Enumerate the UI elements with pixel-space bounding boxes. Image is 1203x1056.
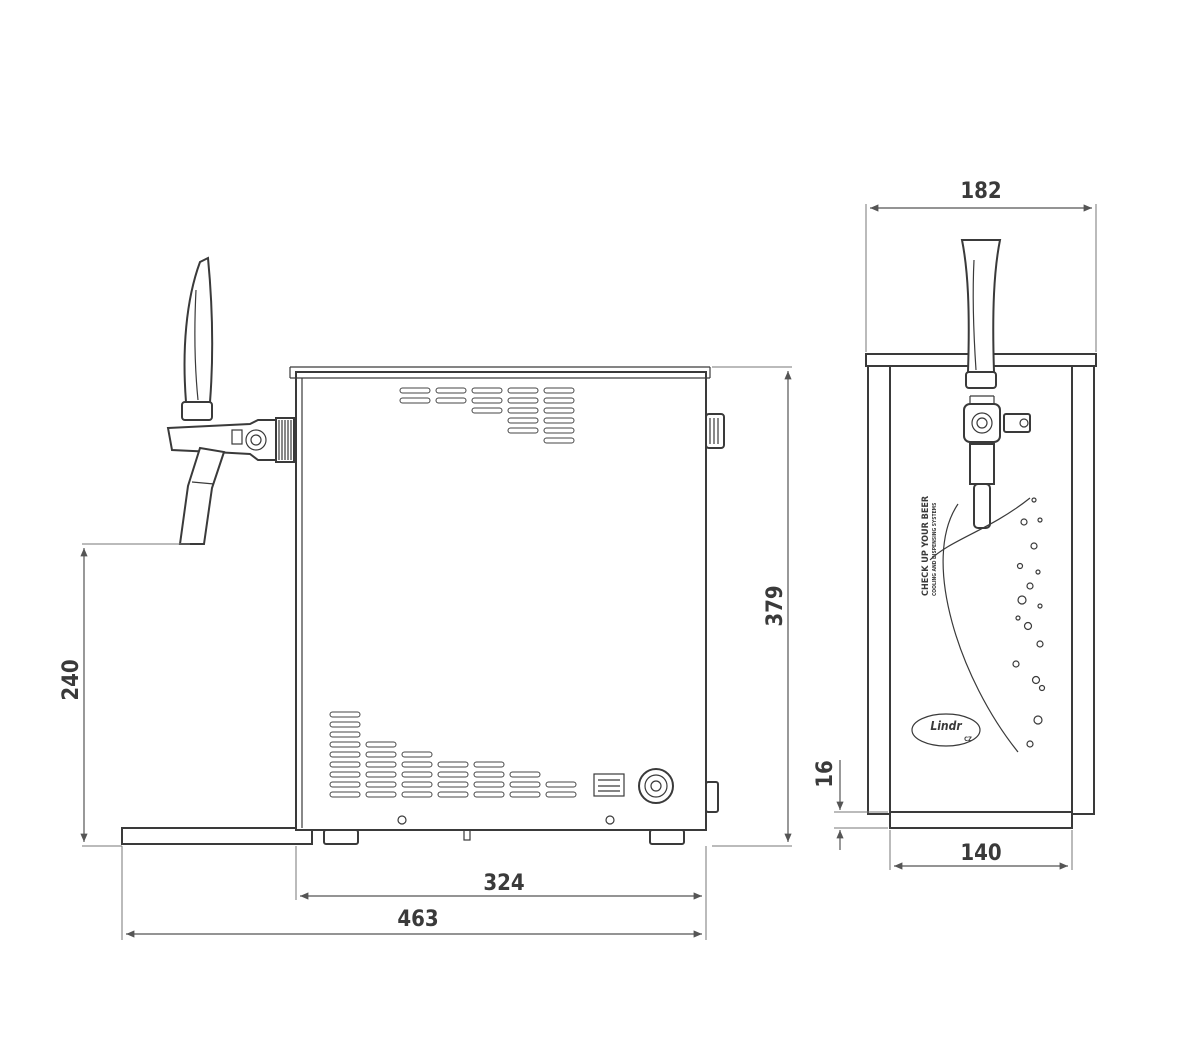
side-view [121, 256, 725, 845]
dim-label-379: 379 [763, 585, 788, 626]
side-bottom-vents [329, 711, 577, 798]
front-slogan-line1: CHECK UP YOUR BEER [921, 495, 931, 596]
side-tap-spout [178, 446, 226, 545]
side-power-connector [638, 768, 674, 804]
side-tap-collar [181, 401, 213, 421]
front-bubbles [1012, 497, 1046, 748]
side-label-plate [593, 773, 625, 797]
dim-label-182: 182 [960, 179, 1001, 204]
dim-label-324: 324 [483, 871, 524, 896]
front-base [889, 811, 1073, 829]
dim-label-140: 140 [960, 841, 1001, 866]
front-swoosh-curve [942, 503, 1019, 753]
side-bottom-connector [705, 781, 719, 813]
front-tap-valve [963, 403, 1001, 443]
front-slogan-line2: COOLING AND DISPENSING SYSTEMS [932, 503, 938, 596]
front-tap-collar [965, 371, 997, 389]
side-top-vents [399, 387, 575, 444]
front-tap-handle [960, 239, 1002, 373]
front-logo-sub: CZ [964, 736, 972, 743]
dim-label-16: 16 [813, 760, 838, 788]
front-view: CHECK UP YOUR BEER COOLING AND DISPENSIN… [865, 239, 1097, 829]
dim-label-240: 240 [59, 659, 84, 700]
side-tap-handle [183, 256, 214, 403]
side-tap-body [166, 419, 279, 461]
front-tap-nut [1003, 413, 1031, 433]
side-foot-left [323, 829, 359, 845]
side-base-plate [121, 827, 313, 845]
side-body [295, 371, 707, 831]
side-screw-left [397, 815, 407, 825]
dim-label-463: 463 [397, 907, 438, 932]
front-logo-text: Lindr [930, 719, 962, 733]
front-tap-spout [969, 443, 995, 485]
side-right-knob [705, 413, 725, 449]
side-screw-right [605, 815, 615, 825]
front-right-panel [1071, 365, 1095, 815]
front-logo-badge [911, 713, 981, 747]
side-foot-right [649, 829, 685, 845]
front-left-panel [867, 365, 891, 815]
dimension-lines: 240 379 324 463 182 140 16 [59, 179, 1097, 940]
